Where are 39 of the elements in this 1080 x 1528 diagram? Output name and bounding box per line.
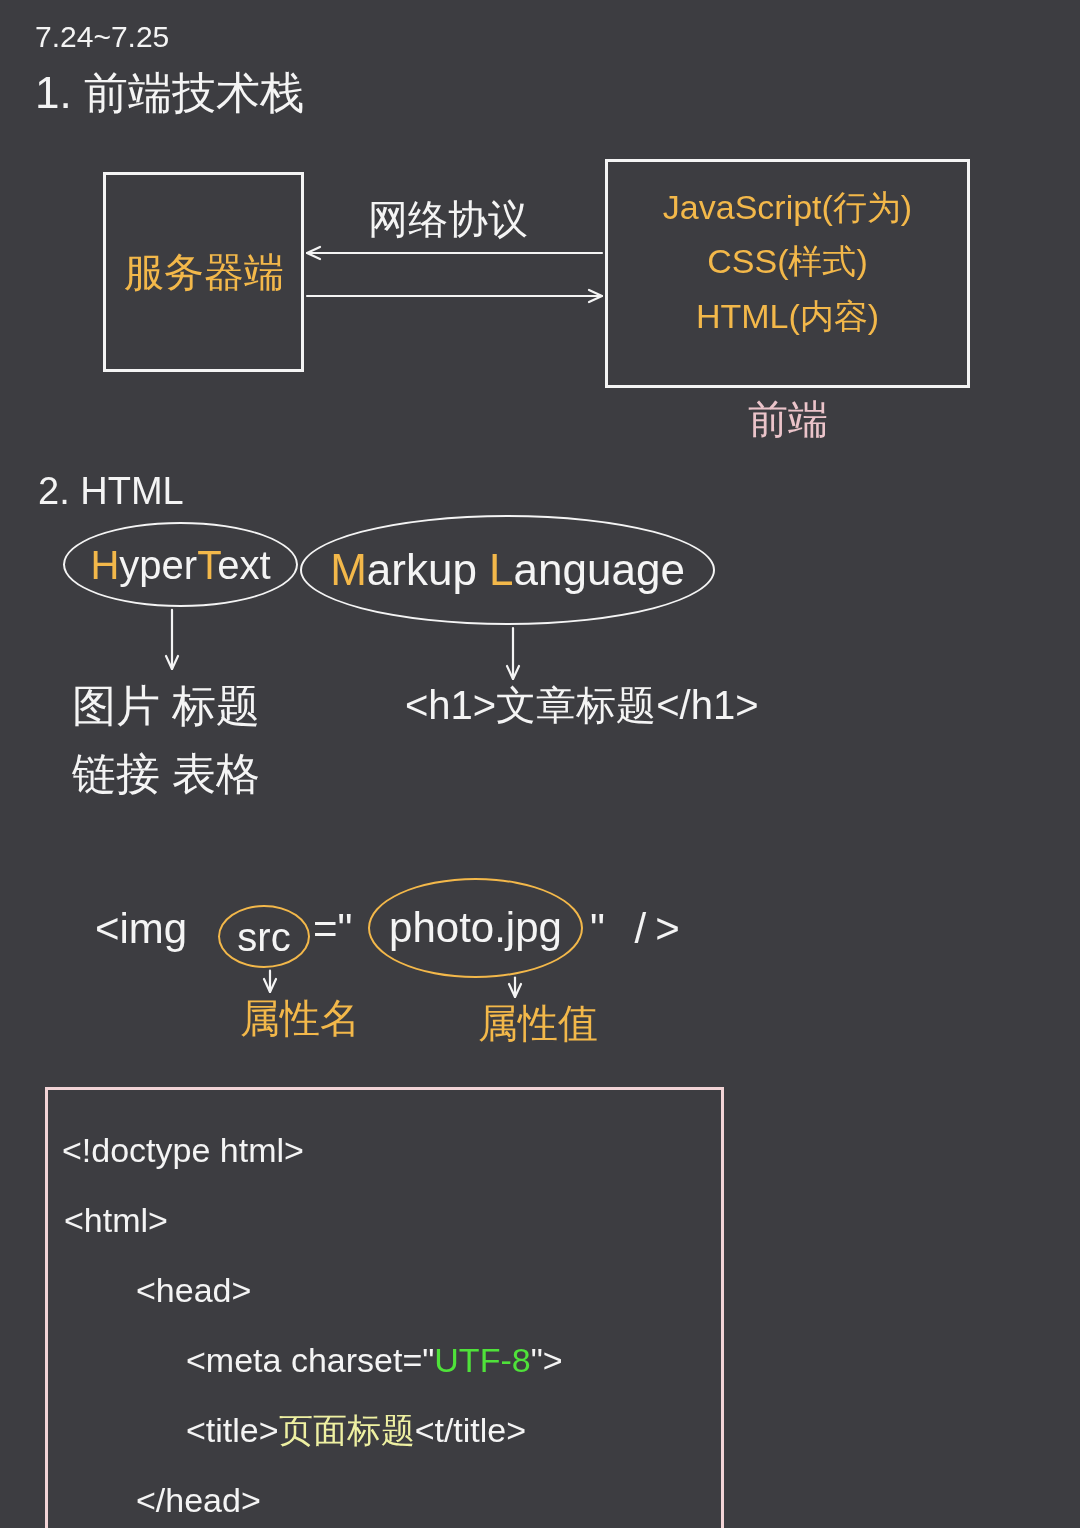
- note-text: 属性名: [240, 995, 360, 1041]
- edge-label: 网络协议: [368, 196, 528, 242]
- date-text: 7.24~7.25: [35, 20, 170, 55]
- note-text: 图片 标题 链接 表格: [72, 672, 261, 809]
- node-text: HTML(内容): [695, 295, 880, 337]
- caption-text: 前端: [748, 396, 828, 442]
- node-text: CSS(样式): [707, 241, 868, 283]
- term-text: Markup Language: [330, 544, 685, 596]
- arrow: [505, 626, 521, 681]
- oval-outline: [218, 905, 310, 968]
- server-box: [103, 172, 304, 372]
- arrow: [507, 976, 523, 999]
- code-line: <meta charset="UTF-8">: [186, 1340, 563, 1381]
- oval-outline: [300, 515, 715, 625]
- node-text: 服务器端: [123, 249, 284, 296]
- arrow: [262, 969, 278, 994]
- code-text: <img: [95, 905, 188, 954]
- oval-outline: [63, 522, 298, 607]
- frontend-box: [605, 159, 970, 388]
- term-text: photo.jpg: [389, 903, 562, 953]
- section-heading: 1. 前端技术栈: [35, 68, 304, 119]
- code-line: <!doctype html>: [62, 1130, 304, 1171]
- code-text: =": [313, 905, 353, 954]
- term-text: src: [237, 913, 291, 960]
- code-line: <html>: [64, 1200, 168, 1241]
- code-line: </head>: [136, 1480, 261, 1521]
- code-text: <h1>文章标题</h1>: [405, 682, 759, 728]
- oval-outline: [368, 878, 583, 978]
- arrow: [305, 288, 604, 304]
- term-text: HyperText: [90, 541, 271, 588]
- node-text: JavaScript(行为): [662, 186, 913, 228]
- code-panel: [45, 1087, 724, 1528]
- note-text: 属性值: [478, 1000, 598, 1046]
- section-heading: 2. HTML: [38, 470, 184, 514]
- arrow: [305, 245, 604, 261]
- code-text: " />: [590, 905, 689, 954]
- arrow: [164, 608, 180, 671]
- code-line: <title>页面标题<t/title>: [186, 1410, 527, 1451]
- code-line: <head>: [136, 1270, 252, 1311]
